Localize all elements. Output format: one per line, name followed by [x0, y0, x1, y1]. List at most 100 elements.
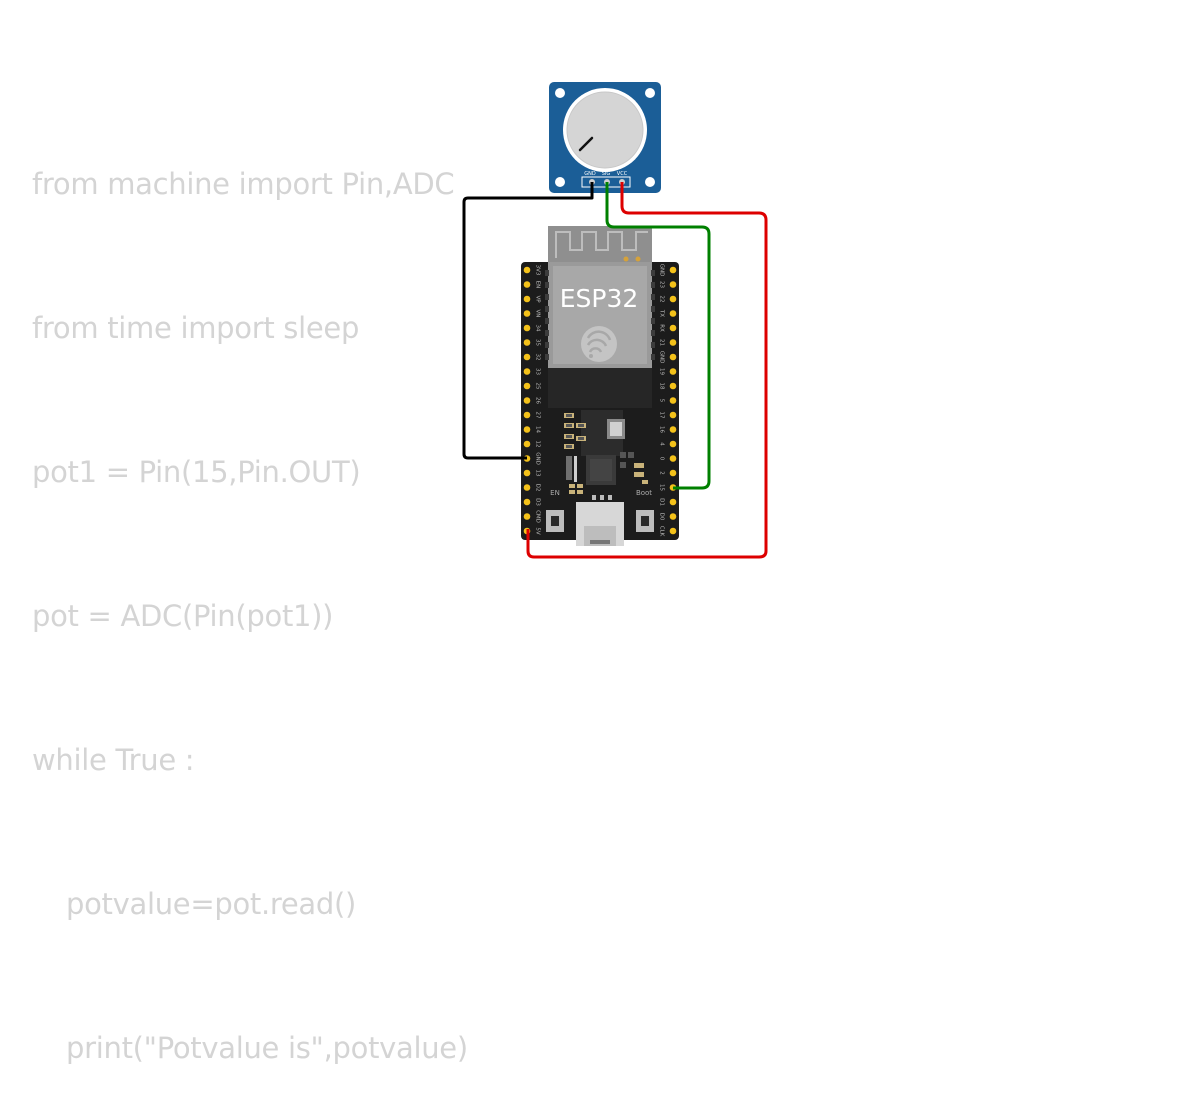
espressif-logo-icon	[581, 326, 617, 362]
left-pin-label: 34	[535, 325, 541, 332]
left-header-pin[interactable]	[523, 484, 531, 491]
right-header-pin[interactable]	[669, 397, 677, 404]
right-header-pin[interactable]	[669, 440, 677, 448]
right-pin-header	[669, 266, 677, 535]
right-pin-label: 17	[659, 412, 665, 419]
right-header-pin[interactable]	[669, 513, 677, 520]
en-button[interactable]	[551, 516, 559, 526]
pin-label-gnd: GND	[584, 171, 596, 177]
code-line: potvalue=pot.read()	[66, 887, 357, 921]
code-line: pot1 = Pin(15,Pin.OUT)	[32, 455, 361, 489]
potentiometer-module[interactable]: GND SIG VCC	[549, 82, 661, 193]
left-header-pin[interactable]	[523, 368, 531, 375]
esp32-board[interactable]: ESP32	[521, 226, 679, 546]
right-header-pin[interactable]	[669, 295, 677, 303]
right-pin-label: 23	[659, 281, 665, 288]
left-header-pin[interactable]	[523, 498, 531, 506]
left-header-pin[interactable]	[523, 411, 531, 419]
pin-label-sig: SIG	[602, 171, 611, 177]
right-pin-label: CLK	[659, 526, 665, 537]
mount-hole	[555, 177, 565, 187]
right-header-pin[interactable]	[669, 426, 677, 433]
knob[interactable]	[566, 91, 644, 169]
right-header-pin[interactable]	[669, 368, 677, 375]
left-header-pin[interactable]	[523, 266, 531, 274]
right-header-pin[interactable]	[669, 281, 677, 288]
left-header-pin[interactable]	[523, 281, 531, 288]
left-pin-label: VN	[535, 310, 541, 318]
boot-label: Boot	[636, 489, 652, 497]
module-base	[548, 368, 652, 408]
right-pin-label: RX	[659, 324, 665, 332]
mount-hole	[645, 88, 655, 98]
left-pin-label: VP	[535, 295, 541, 303]
right-header-pin[interactable]	[669, 353, 677, 361]
vcc-wire[interactable]	[526, 182, 768, 559]
smd-components	[564, 413, 648, 500]
left-pin-label: D3	[535, 498, 541, 506]
left-header-pin[interactable]	[523, 469, 531, 477]
left-pin-label: 13	[535, 470, 541, 477]
knob-indicator	[578, 136, 594, 152]
boot-button[interactable]	[641, 516, 649, 526]
right-pin-label: 5	[659, 399, 665, 403]
left-header-pin[interactable]	[523, 353, 531, 361]
right-header-pin[interactable]	[669, 310, 677, 317]
right-pin-label: 4	[659, 442, 665, 446]
left-pin-labels: 3V3ENVPVN343532332526271412GND13D2D3CMD5…	[535, 265, 541, 535]
pin-label-vcc: VCC	[617, 171, 628, 177]
right-pin-label: 18	[659, 383, 665, 390]
right-header-pin[interactable]	[669, 382, 677, 390]
left-header-pin[interactable]	[523, 397, 531, 404]
right-pin-label: 22	[659, 296, 665, 303]
code-line: print("Potvalue is",potvalue)	[66, 1031, 468, 1065]
right-header-pin[interactable]	[669, 469, 677, 477]
right-header-pin[interactable]	[669, 411, 677, 419]
right-pin-label: 15	[659, 484, 665, 491]
right-header-pin[interactable]	[669, 498, 677, 506]
right-pin-label: D1	[659, 498, 665, 506]
left-pin-label: 5V	[535, 527, 541, 534]
left-header-pin[interactable]	[523, 324, 531, 332]
code-line: from machine import Pin,ADC	[32, 167, 455, 201]
right-pin-label: 2	[659, 471, 665, 475]
left-pin-label: D2	[535, 484, 541, 492]
left-header-pin[interactable]	[523, 339, 531, 346]
module-label: ESP32	[560, 284, 639, 313]
left-pin-label: EN	[535, 281, 541, 289]
left-pin-label: 3V3	[535, 265, 541, 276]
mount-hole	[555, 88, 565, 98]
right-pin-label: 19	[659, 368, 665, 375]
left-header-pin[interactable]	[523, 426, 531, 433]
circuit-diagram: GND SIG VCC ESP32	[462, 82, 768, 559]
regulator-pad	[610, 422, 622, 436]
left-pin-label: 32	[535, 354, 541, 361]
en-label: EN	[550, 489, 560, 497]
left-header-pin[interactable]	[523, 382, 531, 390]
antenna-pad	[635, 256, 641, 262]
left-pin-label: 25	[535, 383, 541, 390]
left-header-pin[interactable]	[523, 310, 531, 317]
right-pin-label: D0	[659, 513, 665, 521]
left-pin-label: 27	[535, 412, 541, 419]
code-line: pot = ADC(Pin(pot1))	[32, 599, 334, 633]
left-header-pin[interactable]	[523, 440, 531, 448]
right-pin-label: GND	[659, 264, 665, 277]
left-header-pin[interactable]	[523, 295, 531, 303]
right-header-pin[interactable]	[669, 266, 677, 274]
usb-uart-chip-top	[590, 459, 612, 481]
right-header-pin[interactable]	[669, 324, 677, 332]
sig-wire[interactable]	[605, 182, 711, 490]
right-header-pin[interactable]	[669, 527, 677, 535]
left-pin-label: 14	[535, 426, 541, 433]
left-pin-label: 26	[535, 397, 541, 404]
left-header-pin[interactable]	[523, 513, 531, 520]
left-pin-label: GND	[535, 452, 541, 465]
right-pin-label: GND	[659, 351, 665, 364]
right-pin-label: TX	[659, 309, 665, 317]
right-header-pin[interactable]	[669, 339, 677, 346]
right-header-pin[interactable]	[669, 455, 677, 462]
gnd-wire[interactable]	[462, 182, 594, 460]
right-pin-label: 21	[659, 339, 665, 346]
